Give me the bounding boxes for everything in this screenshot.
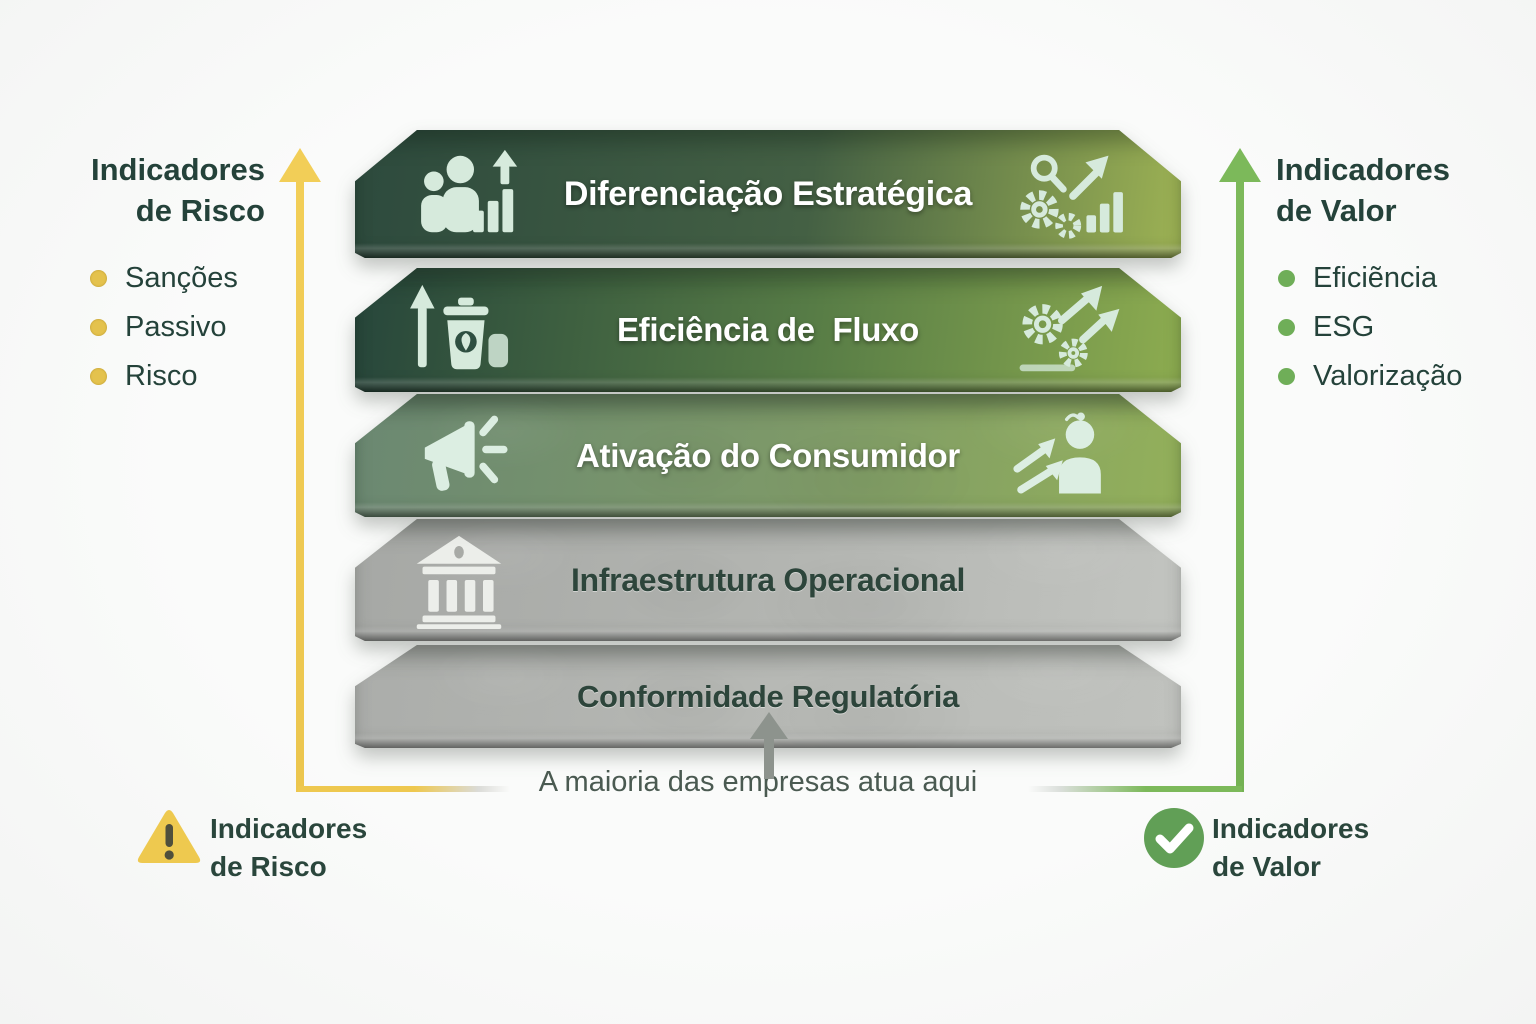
layer-face: Infraestrutura Operacional <box>355 519 1181 641</box>
risk-heading-line2: de Risco <box>135 192 265 228</box>
list-item: Passivo <box>90 309 238 345</box>
risk-up-arrow <box>279 148 321 182</box>
analytics-gears-icon <box>1020 154 1123 239</box>
layer-title: Ativação do Consumidor <box>576 436 960 474</box>
bullet-dot-icon <box>90 269 107 287</box>
layer-title: Infraestrutura Operacional <box>570 561 966 598</box>
legend-value: Indicadores de Valor <box>1212 810 1369 885</box>
check-icon <box>1144 808 1204 868</box>
risk-item-label: Passivo <box>125 310 227 343</box>
value-heading-line1: Indicadores <box>1276 152 1450 187</box>
bullet-dot-icon <box>1278 367 1295 385</box>
layer-consumer-activation: Ativação do Consumidor <box>355 394 1181 517</box>
risk-indicator-list: Sanções Passivo Risco <box>90 260 238 394</box>
legend-risk-line2: de Risco <box>210 850 327 882</box>
value-item-label: Eficiẽncia <box>1313 261 1438 294</box>
gears-growth-icon <box>1019 285 1120 372</box>
people-growth-icon <box>421 149 518 233</box>
value-indicator-list: Eficiẽncia ESG Valorização <box>1278 260 1462 394</box>
risk-arrow-shaft <box>296 180 304 792</box>
risk-item-label: Risco <box>125 359 198 392</box>
warning-icon <box>137 810 201 863</box>
layer-face: Ativação do Consumidor <box>355 394 1181 517</box>
layer-flow-efficiency: Eficiência de Fluxo <box>355 268 1181 392</box>
value-heading: Indicadores de Valor <box>1276 150 1450 232</box>
value-arrow-shaft <box>1236 180 1244 792</box>
layer-face: Eficiência de Fluxo <box>355 268 1181 392</box>
bullet-dot-icon <box>1278 318 1295 336</box>
value-heading-line2: de Valor <box>1276 192 1397 228</box>
risk-item-label: Sanções <box>125 261 238 294</box>
list-item: Risco <box>90 358 238 394</box>
value-connector-line <box>1028 786 1242 792</box>
risk-heading: Indicadores de Risco <box>91 150 265 232</box>
layer-face: Diferenciação Estratégica <box>355 130 1181 258</box>
risk-heading-line1: Indicadores <box>91 152 265 187</box>
list-item: Eficiẽncia <box>1278 260 1462 296</box>
layer-strategic-differentiation: Diferenciação Estratégica <box>355 130 1181 258</box>
here-up-arrow <box>750 712 788 739</box>
list-item: Valorização <box>1278 358 1462 394</box>
bullet-dot-icon <box>1278 269 1295 287</box>
megaphone-icon <box>424 415 508 491</box>
legend-risk: Indicadores de Risco <box>210 810 367 885</box>
list-item: Sanções <box>90 260 238 296</box>
value-item-label: ESG <box>1313 310 1375 343</box>
risk-connector-line <box>298 786 510 792</box>
caption-text: A maioria das empresas atua aqui <box>538 766 978 798</box>
legend-risk-line1: Indicadores <box>210 813 368 844</box>
value-item-label: Valorização <box>1313 359 1463 392</box>
here-arrow-shaft <box>764 737 774 779</box>
layer-title: Conformidade Regulatória <box>576 678 960 714</box>
layer-operational-infrastructure: Infraestrutura Operacional <box>355 519 1181 641</box>
upcycle-bin-icon <box>410 284 509 370</box>
person-arrows-icon <box>1013 412 1101 494</box>
bullet-dot-icon <box>90 318 107 336</box>
value-up-arrow <box>1219 148 1261 182</box>
legend-value-line2: de Valor <box>1212 850 1321 882</box>
bullet-dot-icon <box>90 367 107 385</box>
legend-value-line1: Indicadores <box>1212 813 1370 844</box>
list-item: ESG <box>1278 309 1462 345</box>
layer-title: Diferenciação Estratégica <box>563 174 973 213</box>
layer-title: Eficiência de Fluxo <box>616 311 920 348</box>
bank-icon <box>416 535 502 629</box>
